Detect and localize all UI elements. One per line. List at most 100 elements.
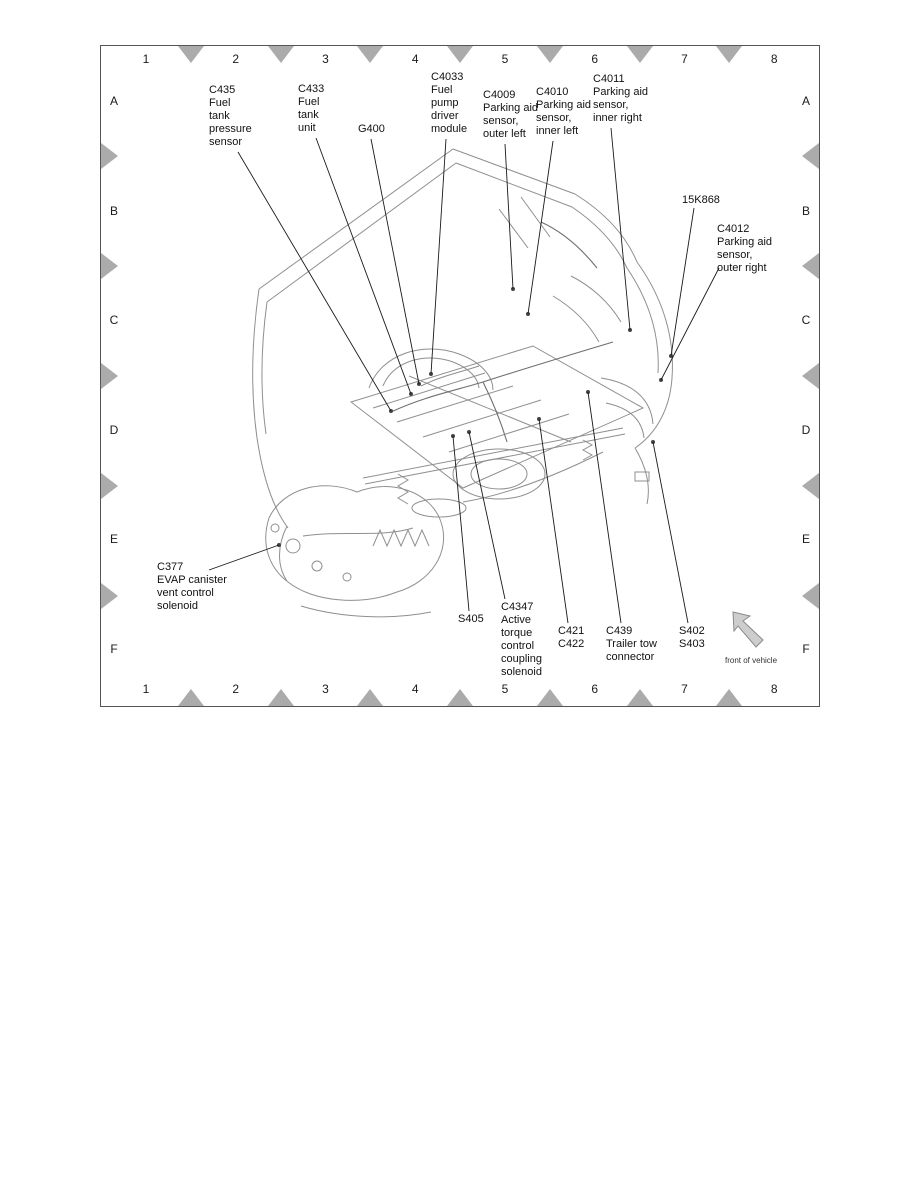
grid-column-label-top: 3 (322, 52, 329, 66)
callout-line: unit (298, 122, 316, 134)
vehicle-line-art (208, 127, 720, 624)
callout-line: pressure (209, 123, 252, 135)
grid-marker-bottom (626, 689, 653, 706)
grid-column-label-bottom: 6 (591, 682, 599, 696)
grid-marker-top (177, 46, 204, 63)
callout-line: sensor, (483, 115, 519, 127)
grid-column-label-bottom: 3 (322, 682, 329, 696)
grid-marker-left (101, 143, 118, 169)
grid-marker-top (447, 46, 473, 63)
leader-line (468, 431, 506, 600)
callout-line: S405 (458, 613, 484, 625)
leader-line (452, 435, 470, 612)
grid-marker-right (802, 583, 819, 609)
callout-line: C4010 (536, 86, 569, 98)
grid-column-label-top: 2 (232, 52, 240, 66)
callout-line: vent control (157, 587, 214, 599)
grid-marker-right (802, 143, 819, 169)
callout-line: torque (501, 627, 533, 639)
grid-marker-bottom (447, 689, 473, 706)
callout-line: 15K868 (682, 194, 720, 206)
leader-line (370, 138, 420, 385)
leader-line (208, 544, 280, 571)
grid-column-label-top: 1 (142, 52, 150, 66)
grid-marker-top (716, 46, 743, 63)
callout-line: C4033 (431, 71, 464, 83)
callout-line: tank (209, 110, 230, 122)
front-of-vehicle-label: front of vehicle (725, 656, 778, 665)
callout-line: C422 (558, 638, 585, 650)
callout-line: Parking aid (483, 102, 539, 114)
callout-line: Fuel (431, 84, 453, 96)
leader-line (527, 140, 554, 315)
callout-line: EVAP canister (157, 574, 227, 586)
callout-line: Active (501, 614, 531, 626)
callout-line: Fuel (298, 96, 320, 108)
callout-line: inner right (593, 112, 642, 124)
grid-row-label-right: B (801, 203, 810, 218)
grid-column-label-top: 4 (411, 52, 419, 66)
grid-column-label-bottom: 8 (770, 682, 778, 696)
callout-line: module (431, 123, 468, 135)
callout-line: S403 (679, 638, 705, 650)
grid-row-label-right: A (801, 94, 810, 108)
callout-line: driver (431, 110, 459, 122)
grid-row-label-left: D (109, 422, 119, 437)
grid-column-label-top: 7 (681, 52, 688, 66)
leader-lines (208, 127, 720, 624)
callout-line: C433 (298, 83, 325, 95)
callout-line: C4012 (717, 223, 750, 235)
callout-line: control (501, 640, 535, 652)
callout-line: S402 (679, 625, 705, 637)
callout-line: inner left (536, 125, 579, 137)
grid-marker-bottom (177, 689, 204, 706)
callout-line: C439 (606, 625, 633, 637)
front-of-vehicle-indicator: front of vehicle (725, 609, 809, 665)
callout-line: outer left (483, 128, 526, 140)
grid-row-label-left: E (109, 532, 118, 546)
grid-row-label-right: E (801, 532, 810, 546)
grid-marker-bottom (536, 689, 563, 706)
grid-row-label-left: B (109, 203, 118, 218)
grid-column-label-bottom: 4 (411, 682, 419, 696)
grid-column-label-bottom: 1 (142, 682, 150, 696)
callout-line: tank (298, 109, 319, 121)
callout-line: C435 (209, 84, 236, 96)
leader-line (610, 127, 631, 331)
grid-row-label-left: F (110, 641, 118, 656)
leader-line (587, 391, 622, 624)
leader-line (660, 267, 720, 381)
callout-g400: G400 (358, 123, 385, 136)
grid-column-label-top: 6 (591, 52, 599, 66)
grid-marker-left (101, 363, 118, 389)
leader-line (430, 138, 447, 375)
grid-marker-left (101, 253, 118, 279)
grid-row-label-left: C (109, 313, 119, 327)
grid-row-label-right: D (801, 422, 811, 437)
grid-marker-top (536, 46, 563, 63)
callout-line: C377 (157, 561, 184, 573)
grid-column-label-bottom: 5 (501, 682, 509, 696)
grid-marker-bottom (716, 689, 743, 706)
callout-line: sensor, (717, 249, 753, 261)
leader-line (538, 418, 569, 624)
callout-line: solenoid (157, 600, 198, 612)
grid-marker-bottom (267, 689, 294, 706)
grid-marker-bottom (357, 689, 384, 706)
leader-line (670, 207, 695, 357)
callout-line: Parking aid (536, 99, 592, 111)
callout-line: outer right (717, 262, 767, 274)
grid-column-label-top: 5 (501, 52, 509, 66)
grid-marker-right (802, 473, 819, 499)
grid-column-label-bottom: 7 (681, 682, 688, 696)
callout-line: C4009 (483, 89, 516, 101)
grid-column-label-bottom: 2 (232, 682, 240, 696)
